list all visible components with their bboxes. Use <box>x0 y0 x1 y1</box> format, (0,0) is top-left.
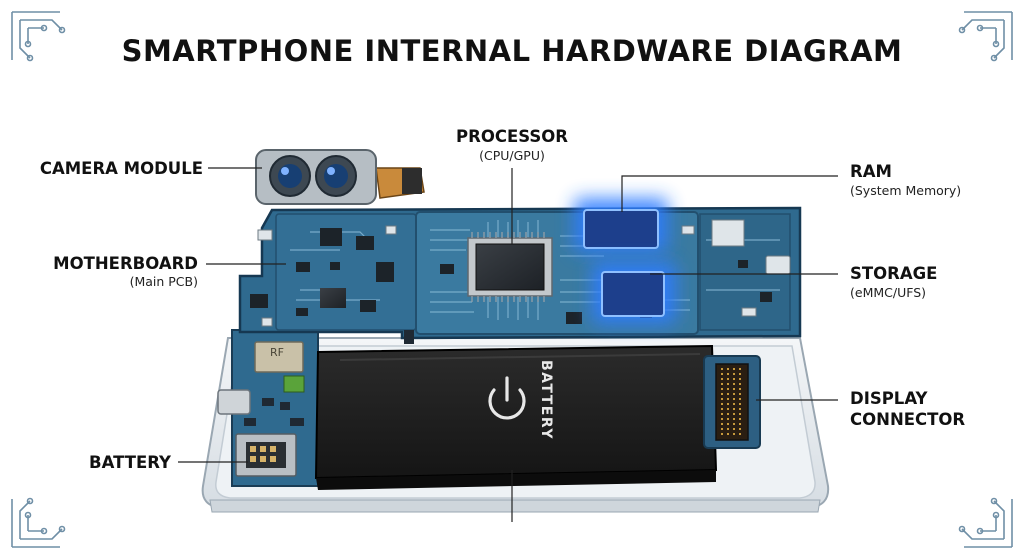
label-camera-module: CAMERA MODULE <box>39 159 203 178</box>
processor-chip <box>467 232 553 302</box>
label-battery: BATTERY <box>89 453 171 472</box>
circuit-corner-icon <box>11 11 66 62</box>
power-icon <box>488 376 526 420</box>
label-motherboard-detail: (Main PCB) <box>129 274 198 289</box>
label-display: DISPLAY <box>850 389 928 408</box>
storage-chip <box>592 262 676 324</box>
battery-pack-text: BATTERY <box>538 359 554 441</box>
label-ram: RAM <box>850 162 892 181</box>
label-storage: STORAGE <box>850 264 938 283</box>
circuit-corner-icon <box>11 497 66 548</box>
circuit-corner-icon <box>958 11 1013 62</box>
camera-module-part <box>255 149 425 205</box>
sub-board <box>217 329 319 487</box>
rf-shield <box>254 341 304 373</box>
page-title: SMARTPHONE INTERNAL HARDWARE DIAGRAM <box>121 34 903 68</box>
rf-shield-text: RF <box>270 346 284 359</box>
label-motherboard: MOTHERBOARD <box>53 254 198 273</box>
display-connector-part <box>703 355 761 449</box>
label-storage-detail: (eMMC/UFS) <box>850 285 927 300</box>
battery-pack <box>314 344 718 490</box>
label-ram-detail: (System Memory) <box>850 183 962 198</box>
label-processor-detail: (CPU/GPU) <box>479 148 545 163</box>
label-processor: PROCESSOR <box>456 127 568 146</box>
usb-port <box>217 389 251 415</box>
leader-lines <box>178 167 838 522</box>
circuit-corner-icon <box>958 497 1013 548</box>
label-connector: CONNECTOR <box>850 410 966 429</box>
ram-chip <box>574 198 668 252</box>
